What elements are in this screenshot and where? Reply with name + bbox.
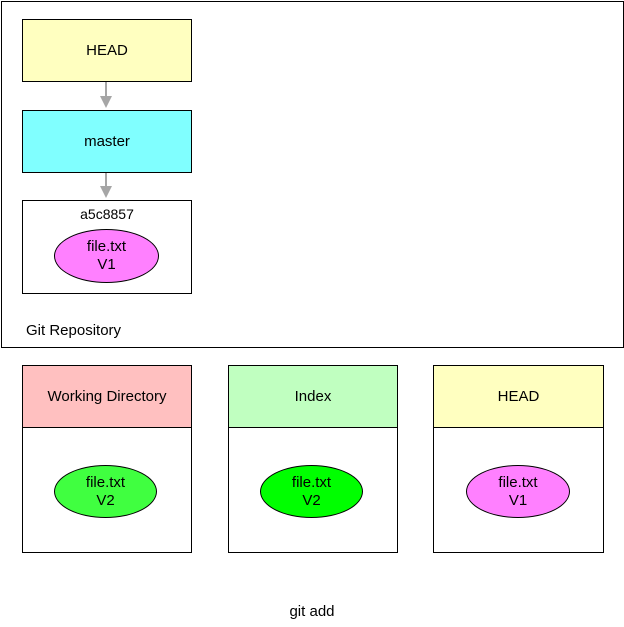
- index-title: Index: [294, 388, 332, 405]
- head-pointer-label: HEAD: [86, 42, 128, 59]
- index-file-version: V2: [302, 491, 321, 509]
- head-area-file-ellipse: file.txt V1: [466, 465, 570, 518]
- diagram-caption: git add: [289, 603, 335, 620]
- commit-file-name: file.txt: [86, 238, 127, 255]
- index-header: Index: [228, 365, 398, 428]
- head-area-header: HEAD: [433, 365, 604, 428]
- head-pointer-box: HEAD: [22, 19, 192, 82]
- working-directory-file-name: file.txt: [85, 473, 126, 491]
- head-area-title: HEAD: [497, 388, 540, 405]
- working-directory-header: Working Directory: [22, 365, 192, 428]
- commit-file-ellipse: file.txt V1: [54, 229, 159, 283]
- master-branch-label: master: [84, 133, 130, 150]
- git-repository-label: Git Repository: [26, 322, 122, 339]
- head-to-master-arrow: [100, 82, 112, 108]
- commit-id: a5c8857: [80, 206, 134, 222]
- master-to-commit-arrow: [100, 173, 112, 198]
- working-directory-file-version: V2: [96, 491, 115, 509]
- commit-file-version: V1: [97, 256, 116, 273]
- working-directory-title: Working Directory: [47, 388, 167, 405]
- head-area-file-version: V1: [508, 491, 528, 509]
- index-file-ellipse: file.txt V2: [260, 465, 363, 518]
- commit-box: [22, 200, 192, 294]
- index-file-name: file.txt: [291, 473, 332, 491]
- master-branch-box: master: [22, 110, 192, 173]
- head-area-file-name: file.txt: [498, 473, 538, 491]
- working-directory-file-ellipse: file.txt V2: [54, 465, 157, 518]
